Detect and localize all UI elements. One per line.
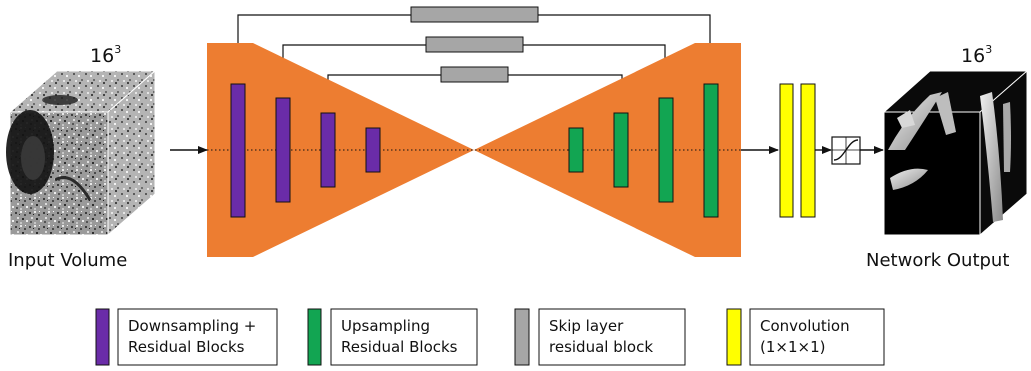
input-size-label: 163: [90, 43, 121, 67]
down-block-4: [365, 127, 381, 173]
legend-box-downsampling: [117, 308, 278, 366]
legend-item-convolution: Convolution (1×1×1): [726, 308, 885, 366]
legend-swatch-downsampling: [95, 308, 110, 366]
up-block-2: [613, 112, 629, 188]
conv-block-2: [800, 83, 816, 218]
conv-block-1: [779, 83, 794, 218]
legend-box-skip: [538, 308, 686, 366]
legend-box-upsampling: [330, 308, 478, 366]
input-volume-cube: [6, 69, 157, 237]
legend-box-convolution: [749, 308, 885, 366]
legend-label-downsampling-line2: Residual Blocks: [128, 338, 245, 356]
input-volume-label: Input Volume: [8, 250, 127, 271]
skip-block-inner: [440, 66, 509, 83]
network-output-label: Network Output: [866, 250, 1009, 271]
legend-label-skip-line2: residual block: [549, 338, 653, 356]
down-block-3: [320, 112, 336, 188]
upsampling-blocks: [568, 83, 719, 218]
skip-block-outer: [410, 6, 539, 23]
output-volume-cube: [883, 70, 1028, 236]
up-block-1: [568, 127, 584, 173]
output-size-label: 163: [961, 43, 992, 67]
legend-label-convolution-line1: Convolution: [760, 317, 850, 335]
skip-block-middle: [425, 36, 524, 53]
legend-item-upsampling: Upsampling Residual Blocks: [307, 308, 478, 366]
down-block-2: [275, 97, 291, 203]
input-volume: 163 Input Volume: [6, 43, 157, 271]
legend: Downsampling + Residual Blocks Upsamplin…: [95, 308, 885, 366]
skip-residual-blocks: [410, 6, 539, 83]
legend-swatch-skip: [514, 308, 530, 366]
legend-label-upsampling-line1: Upsampling: [341, 317, 430, 335]
legend-item-skip: Skip layer residual block: [514, 308, 686, 366]
legend-label-upsampling-line2: Residual Blocks: [341, 338, 458, 356]
up-block-3: [658, 97, 674, 203]
legend-label-skip-line1: Skip layer: [549, 317, 624, 335]
legend-swatch-convolution: [726, 308, 742, 366]
legend-item-downsampling: Downsampling + Residual Blocks: [95, 308, 278, 366]
legend-swatch-upsampling: [307, 308, 322, 366]
legend-label-convolution-line2: (1×1×1): [760, 338, 825, 356]
legend-label-downsampling-line1: Downsampling +: [128, 317, 256, 335]
downsampling-blocks: [230, 83, 381, 218]
down-block-1: [230, 83, 246, 218]
output-volume: 163 Network Output: [866, 43, 1028, 271]
up-block-4: [703, 83, 719, 218]
sigmoid-activation-icon: [831, 136, 861, 165]
network-body: [207, 43, 741, 257]
convolution-blocks: [779, 83, 816, 218]
